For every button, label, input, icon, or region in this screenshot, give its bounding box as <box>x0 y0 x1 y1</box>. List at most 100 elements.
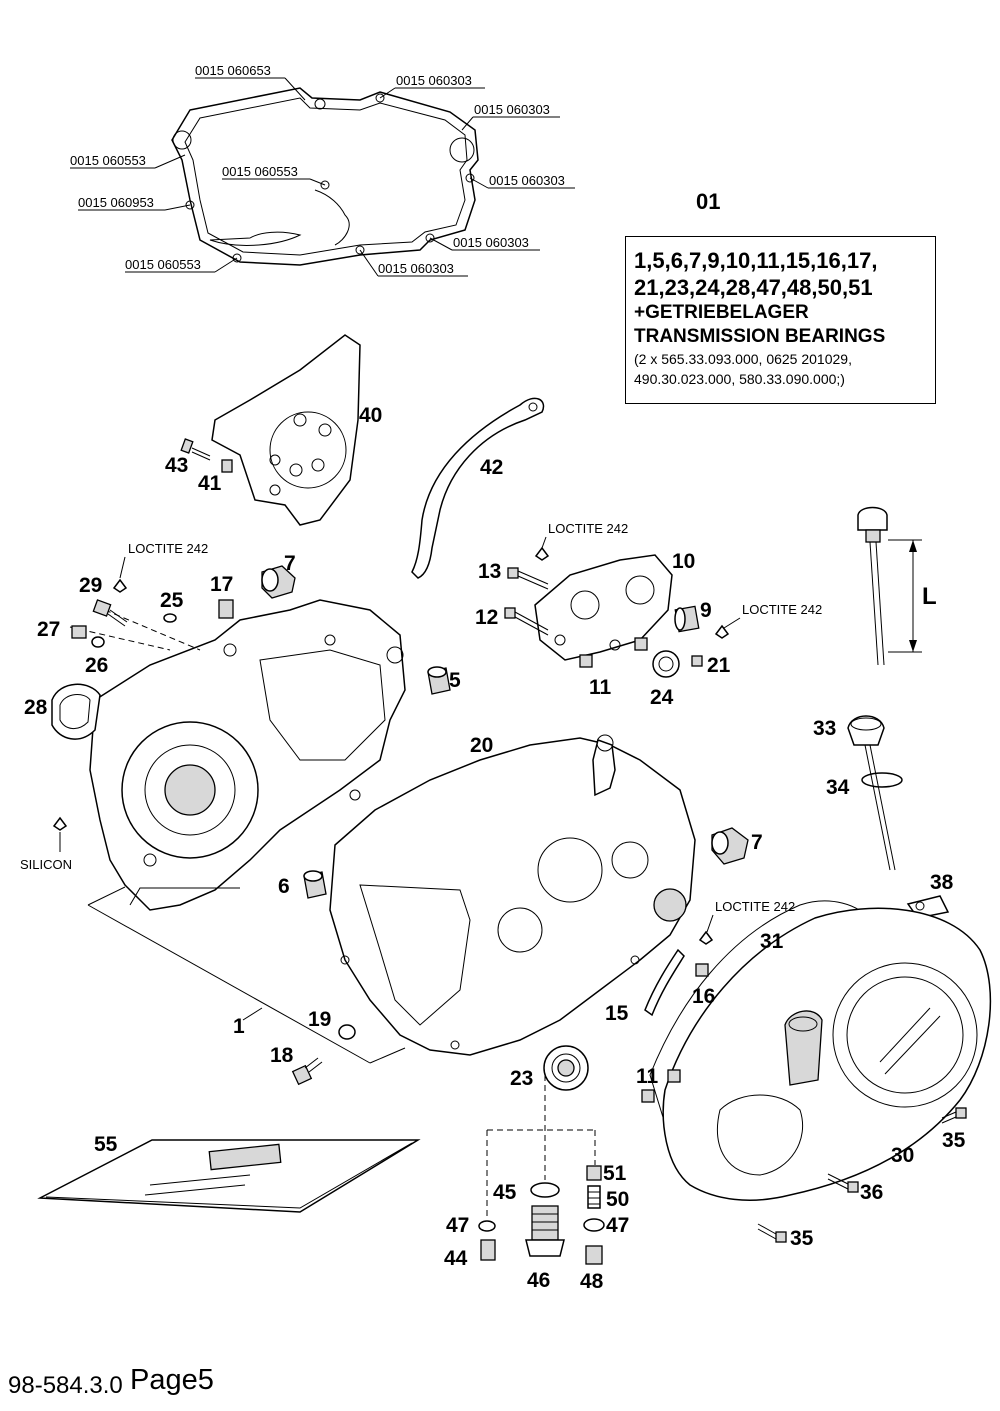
part-50-spring <box>587 1185 601 1209</box>
part-16-screw <box>695 930 714 977</box>
callout-35: 35 <box>942 1129 966 1152</box>
part-7-bushing-top <box>261 565 296 599</box>
part-44-plug <box>480 1239 496 1261</box>
part-19-washer <box>338 1024 356 1040</box>
callout-10: 10 <box>672 550 695 573</box>
part-17-dowel <box>218 599 234 619</box>
callout-12: 12 <box>475 606 498 629</box>
callout-15: 15 <box>605 1002 629 1025</box>
loctite-note: LOCTITE 242 <box>742 602 822 617</box>
gasket-part-number: 0015 060553 <box>125 257 201 272</box>
callout-19: 19 <box>308 1008 331 1031</box>
callout-35: 35 <box>790 1227 814 1250</box>
gasket-part-number: 0015 060303 <box>396 73 472 88</box>
part-45-o-ring <box>530 1182 560 1198</box>
loctite-note: LOCTITE 242 <box>128 541 208 556</box>
part-47-washer-right <box>583 1218 605 1232</box>
gasket-part-number: 0015 060553 <box>222 164 298 179</box>
part-47-washer-left <box>478 1220 496 1232</box>
callout-5: 5 <box>449 669 461 692</box>
callout-26: 26 <box>85 654 108 677</box>
callout-47: 47 <box>606 1214 629 1237</box>
part-34-o-ring-stick <box>861 744 903 871</box>
silicon-note: SILICON <box>20 857 72 872</box>
gasket-part-number: 0015 060303 <box>474 102 550 117</box>
callout-42: 42 <box>480 456 503 479</box>
callout-24: 24 <box>650 686 674 709</box>
callout-28: 28 <box>24 696 48 719</box>
parts-26-27-29-group <box>69 578 201 651</box>
part-9-needle-bearing <box>674 605 700 633</box>
callout-27: 27 <box>37 618 60 641</box>
gasket-part-number: 0015 060303 <box>489 173 565 188</box>
callout-9: 9 <box>700 599 712 622</box>
kit-number: 01 <box>696 189 721 214</box>
part-5-bushing <box>427 666 451 695</box>
callout-44: 44 <box>444 1247 468 1270</box>
callout-47: 47 <box>446 1214 469 1237</box>
callout-11: 11 <box>589 676 612 699</box>
part-23-bearing <box>543 1045 589 1091</box>
callout-48: 48 <box>580 1270 604 1293</box>
part-43-screw <box>180 438 211 461</box>
kit-part-list-line: 1,5,6,7,9,10,11,15,16,17, <box>634 248 878 273</box>
callout-6: 6 <box>278 875 290 898</box>
dipstick <box>857 506 922 666</box>
callout-55: 55 <box>94 1133 118 1156</box>
gasket-kit-box: 1,5,6,7,9,10,11,15,16,17, 21,23,24,28,47… <box>625 236 936 404</box>
crankcase-gasket <box>171 87 479 266</box>
part-12-bolt <box>504 607 549 636</box>
callout-51: 51 <box>603 1162 627 1185</box>
callout-34: 34 <box>826 776 850 799</box>
part-24-seal <box>652 650 680 678</box>
part-13-bolt <box>507 546 550 590</box>
assembly-line-1 <box>87 886 406 1064</box>
gasket-part-numbers: 0015 060653 0015 060303 0015 060303 0015… <box>70 63 565 276</box>
callout-18: 18 <box>270 1044 294 1067</box>
left-crankcase-half <box>89 599 406 911</box>
callout-16: 16 <box>692 985 715 1008</box>
callout-45: 45 <box>493 1181 517 1204</box>
callout-40: 40 <box>359 404 382 427</box>
callout-38: 38 <box>930 871 954 894</box>
assembly-notes: LOCTITE 242 LOCTITE 242 LOCTITE 242 LOCT… <box>20 521 937 933</box>
dimension-label-l: L <box>922 583 937 610</box>
callout-43: 43 <box>165 454 188 477</box>
gasket-part-number: 0015 060553 <box>70 153 146 168</box>
part-21-screw <box>691 624 730 667</box>
gasket-part-number: 0015 060653 <box>195 63 271 78</box>
callout-36: 36 <box>860 1181 883 1204</box>
callout-23: 23 <box>510 1067 533 1090</box>
callout-29: 29 <box>79 574 102 597</box>
callout-41: 41 <box>198 472 222 495</box>
part-11-dowels-cover <box>641 1069 681 1103</box>
part-11-dowels-top <box>579 637 648 668</box>
part-25-washer <box>163 613 177 623</box>
callout-20: 20 <box>470 734 493 757</box>
silicon-marker <box>52 816 68 852</box>
callout-1: 1 <box>233 1015 245 1038</box>
gasket-part-number: 0015 060953 <box>78 195 154 210</box>
callout-30: 30 <box>891 1144 914 1167</box>
part-55-gasket-set-booklet <box>37 1139 421 1213</box>
part-30-clutch-cover <box>662 907 992 1201</box>
callout-7: 7 <box>284 552 296 575</box>
document-code: 98-584.3.0 <box>8 1372 123 1399</box>
page-label: Page5 <box>130 1364 214 1396</box>
part-15-guide <box>644 948 685 1017</box>
part-42-guide <box>411 397 545 579</box>
part-48-plug <box>585 1245 603 1265</box>
callout-46: 46 <box>527 1269 550 1292</box>
callout-13: 13 <box>478 560 501 583</box>
callout-31: 31 <box>760 930 784 953</box>
part-46-strainer <box>525 1205 565 1257</box>
callout-25: 25 <box>160 589 184 612</box>
part-51-cap <box>586 1165 602 1181</box>
part-36-screw <box>827 1173 859 1193</box>
part-41-sleeve <box>221 459 233 473</box>
kit-transmission-bearings-line: +GETRIEBELAGER <box>634 302 809 323</box>
part-7-bushing-right <box>711 827 749 865</box>
parts-10-bracket <box>534 554 673 661</box>
